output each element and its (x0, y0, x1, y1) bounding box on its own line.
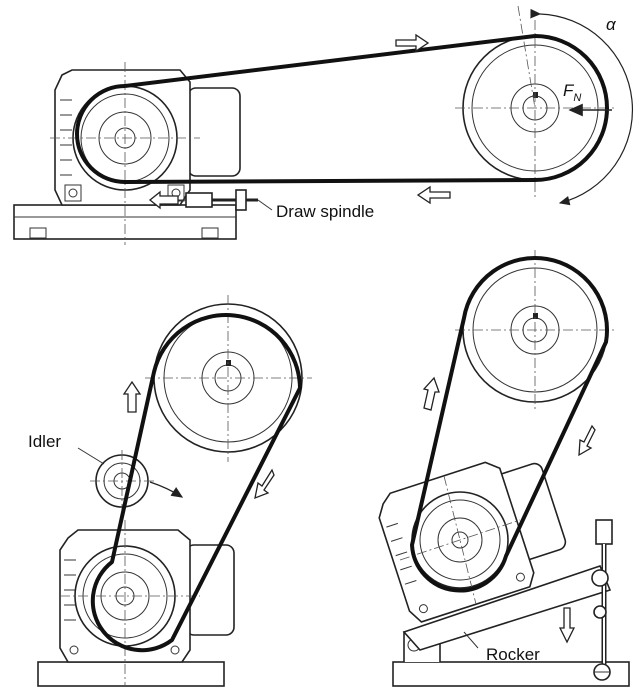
draw-spindle-label: Draw spindle (276, 202, 374, 221)
left-belt-up-arrow (122, 380, 142, 413)
rocker-plate (402, 565, 612, 651)
idler-arrangement: Idler (28, 295, 312, 687)
rocker-label: Rocker (486, 645, 540, 664)
rocker-down-arrow (558, 607, 576, 644)
rocker-arrangement: Rocker (378, 250, 630, 687)
tension-screw (591, 519, 613, 681)
left-belt (90, 313, 302, 653)
left-base-plate (37, 661, 225, 687)
right-belt-up-arrow (422, 376, 440, 411)
right-belt (410, 256, 609, 593)
belt-direction-arrow-bottom (416, 185, 451, 205)
belt-direction-arrow-top (395, 33, 430, 53)
top-arrangement: α FN Draw spindle (13, 5, 634, 245)
alpha-label: α (606, 15, 617, 34)
right-base-plate (392, 661, 630, 687)
idler-adjust-arrow (149, 481, 184, 498)
normal-force-label: FN (563, 81, 581, 104)
wrap-angle-arc (530, 8, 634, 206)
right-belt-down-arrow (578, 424, 596, 457)
left-belt-down-arrow (254, 468, 275, 500)
draw-spindle (148, 189, 273, 211)
idler-label: Idler (28, 432, 61, 451)
